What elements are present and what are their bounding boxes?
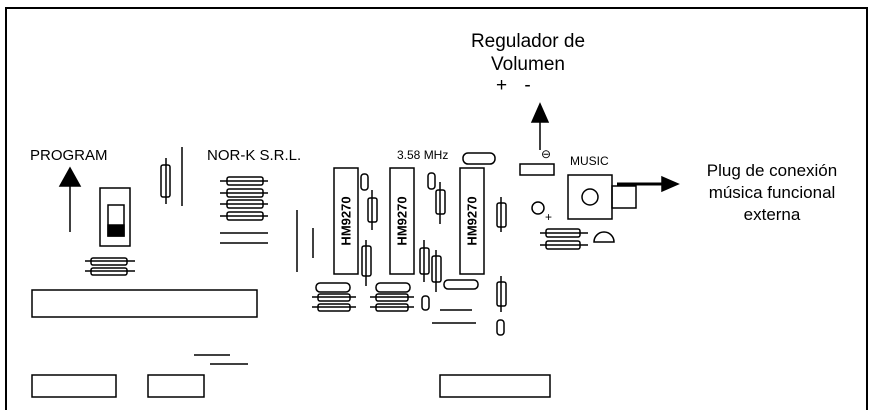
regulator-label: Regulador de Volumen bbox=[428, 30, 628, 76]
led-plus-label: + bbox=[545, 210, 553, 224]
program-label: PROGRAM bbox=[30, 147, 108, 164]
frequency-label: 3.58 MHz bbox=[397, 148, 449, 162]
resistor-pair-left bbox=[85, 257, 135, 276]
chip-3-label: HM9270 bbox=[464, 196, 480, 246]
pot-minus-label: ⊖ bbox=[541, 147, 552, 161]
plug-label: Plug de conexión música funcional extern… bbox=[672, 160, 872, 226]
regulator-label-line1: Regulador de bbox=[470, 31, 586, 52]
cap-h-3 bbox=[443, 279, 479, 290]
connector-long bbox=[31, 289, 258, 318]
music-label: MUSIC bbox=[570, 154, 609, 168]
resistor-pair-bottom-2 bbox=[370, 293, 414, 312]
connector-bottom-2 bbox=[147, 374, 205, 398]
program-arrow-head bbox=[58, 166, 82, 187]
vertical-resistor-1 bbox=[160, 164, 171, 198]
resistor-2 bbox=[367, 197, 378, 223]
plug-arrow-head bbox=[661, 175, 680, 193]
music-jack-hole bbox=[581, 188, 599, 206]
cap-4 bbox=[496, 319, 505, 336]
cap-h-2 bbox=[375, 282, 411, 293]
semicircle-component bbox=[593, 231, 615, 243]
chip-2-label: HM9270 bbox=[394, 196, 410, 246]
cap-1 bbox=[360, 173, 369, 191]
plus-minus-label: + - bbox=[496, 75, 537, 96]
resistor-pair-bottom-1 bbox=[312, 293, 356, 312]
cap-h-1 bbox=[315, 282, 351, 293]
resistor-7 bbox=[496, 202, 507, 228]
music-jack-tab bbox=[611, 185, 637, 209]
plug-label-line3: externa bbox=[743, 205, 801, 224]
board-outline bbox=[5, 7, 868, 410]
resistor-8 bbox=[496, 281, 507, 307]
connector-bottom-3 bbox=[439, 374, 551, 398]
regulator-label-line2: Volumen bbox=[491, 54, 565, 75]
plug-label-line1: Plug de conexión bbox=[706, 161, 838, 180]
chip-1-body bbox=[333, 167, 359, 275]
cap-2 bbox=[427, 172, 436, 190]
music-jack bbox=[567, 174, 613, 220]
resistor-6 bbox=[431, 255, 442, 283]
volume-pot-body bbox=[519, 163, 555, 176]
chip-3-body bbox=[459, 167, 485, 275]
connector-bottom-1 bbox=[31, 374, 117, 398]
chip-1-label: HM9270 bbox=[338, 196, 354, 246]
resistor-bank bbox=[220, 176, 268, 244]
chip-2-body bbox=[389, 167, 415, 275]
resistor-3 bbox=[361, 245, 372, 277]
regulator-arrow-head bbox=[530, 102, 550, 123]
resistor-5 bbox=[419, 247, 430, 275]
crystal bbox=[462, 152, 496, 165]
plug-label-line2: música funcional bbox=[708, 183, 836, 202]
company-label: NOR-K S.R.L. bbox=[207, 147, 302, 164]
led bbox=[531, 201, 545, 215]
resistor-4 bbox=[435, 189, 446, 215]
dip-switch bbox=[99, 187, 131, 247]
resistor-pair-right bbox=[540, 228, 588, 250]
cap-3 bbox=[421, 295, 430, 311]
